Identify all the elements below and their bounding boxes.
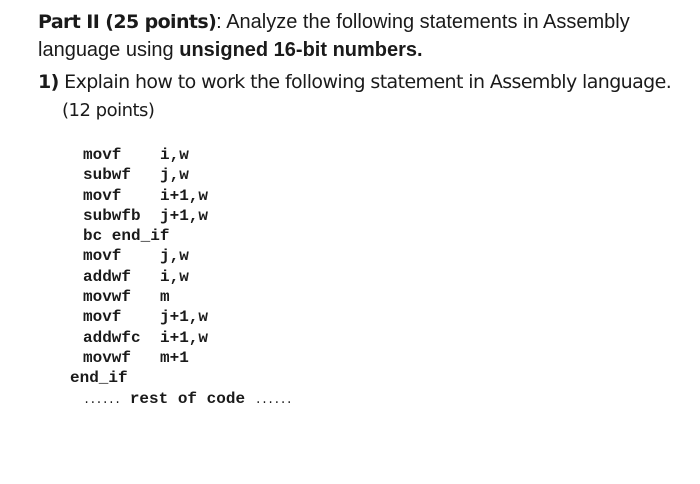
intro-colon: :: [216, 11, 227, 33]
intro-text: Analyze the following statements in Asse…: [226, 11, 630, 33]
question-number: 1): [38, 71, 59, 93]
line2-prefix: language using: [38, 39, 180, 61]
line2-bold: unsigned 16-bit numbers.: [179, 39, 423, 61]
rest-of-code: ...... rest of code ......: [83, 389, 293, 408]
part-label: Part II (25 points): [38, 11, 217, 33]
question-1: 1) Explain how to work the following sta…: [38, 68, 672, 96]
question-points: (12 points): [62, 100, 155, 121]
end-if-label: end_if: [70, 369, 128, 388]
problem-heading: Part II (25 points): Analyze the followi…: [38, 8, 678, 64]
code-line: bc end_if: [83, 227, 170, 246]
question-text: Explain how to work the following statem…: [58, 71, 672, 93]
heading-line-1: Part II (25 points): Analyze the followi…: [38, 8, 678, 36]
heading-line-2: language using unsigned 16-bit numbers.: [38, 36, 678, 64]
